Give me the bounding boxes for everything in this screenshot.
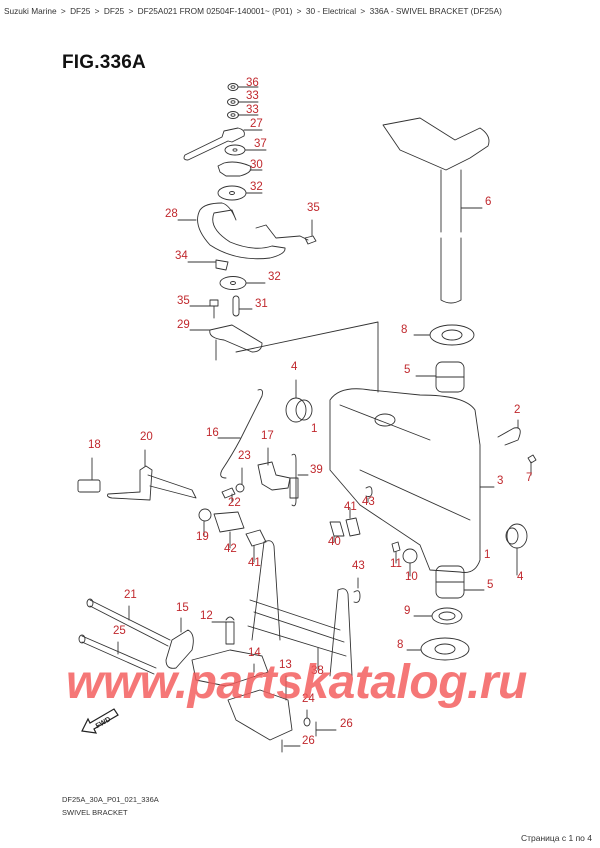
- part-callout[interactable]: 31: [255, 298, 268, 310]
- part-callout[interactable]: 28: [165, 208, 178, 220]
- figure-name: SWIVEL BRACKET: [62, 808, 128, 817]
- breadcrumb-item[interactable]: DF25: [103, 6, 125, 16]
- part-callout[interactable]: 15: [176, 602, 189, 614]
- part-callout[interactable]: 1: [311, 423, 318, 435]
- part-callout[interactable]: 34: [175, 250, 188, 262]
- part-callout[interactable]: 36: [246, 77, 259, 89]
- part-callout[interactable]: 5: [404, 364, 411, 376]
- part-callout[interactable]: 19: [196, 531, 209, 543]
- part-callout[interactable]: 27: [250, 118, 263, 130]
- breadcrumb-item[interactable]: Suzuki Marine: [4, 6, 57, 16]
- part-callout[interactable]: 17: [261, 430, 274, 442]
- breadcrumb-item[interactable]: DF25: [70, 6, 91, 16]
- figure-title: FIG.336A: [62, 52, 146, 73]
- part-callout[interactable]: 22: [228, 497, 241, 509]
- part-callout[interactable]: 29: [177, 319, 190, 331]
- breadcrumb-separator: >: [94, 6, 100, 16]
- breadcrumb-separator: >: [360, 6, 366, 16]
- breadcrumb-item-current: 336A - SWIVEL BRACKET (DF25A): [369, 6, 502, 16]
- part-callout[interactable]: 37: [254, 138, 267, 150]
- watermark: www.partskatalog.ru: [66, 656, 527, 709]
- page-indicator: Страница с 1 по 4: [520, 833, 592, 843]
- part-callout[interactable]: 16: [206, 427, 219, 439]
- part-callout[interactable]: 7: [526, 472, 533, 484]
- part-callout[interactable]: 8: [397, 639, 404, 651]
- part-callout[interactable]: 13: [279, 659, 292, 671]
- part-callout[interactable]: 4: [291, 361, 298, 373]
- part-callout[interactable]: 38: [311, 665, 324, 677]
- part-callout[interactable]: 43: [352, 560, 365, 572]
- part-callout[interactable]: 23: [238, 450, 251, 462]
- part-callout[interactable]: 33: [246, 104, 259, 116]
- part-callout[interactable]: 2: [514, 404, 521, 416]
- part-callout[interactable]: 10: [405, 571, 418, 583]
- part-callout[interactable]: 20: [140, 431, 153, 443]
- breadcrumb-separator: >: [60, 6, 66, 16]
- part-callout[interactable]: 24: [302, 693, 315, 705]
- breadcrumb-item[interactable]: 30 - Electrical: [305, 6, 357, 16]
- part-callout[interactable]: 32: [268, 271, 281, 283]
- part-callout[interactable]: 11: [390, 558, 402, 570]
- part-callout[interactable]: 18: [88, 439, 101, 451]
- part-callout[interactable]: 39: [310, 464, 323, 476]
- part-callout[interactable]: 8: [401, 324, 408, 336]
- part-callout[interactable]: 6: [485, 196, 492, 208]
- part-callout[interactable]: 41: [344, 501, 357, 513]
- part-callout[interactable]: 33: [246, 90, 259, 102]
- part-callout[interactable]: 32: [250, 181, 263, 193]
- part-callout[interactable]: 40: [328, 536, 341, 548]
- breadcrumb: Suzuki Marine > DF25 > DF25 > DF25A021 F…: [4, 6, 502, 16]
- breadcrumb-item[interactable]: DF25A021 FROM 02504F-140001~ (P01): [137, 6, 293, 16]
- part-callout[interactable]: 43: [362, 496, 375, 508]
- part-callout[interactable]: 21: [124, 589, 137, 601]
- nut-washer-stack: [227, 83, 259, 119]
- part-callout[interactable]: 35: [177, 295, 190, 307]
- part-callout[interactable]: 35: [307, 202, 320, 214]
- part-callout[interactable]: 26: [340, 718, 353, 730]
- part-callout[interactable]: 1: [484, 549, 491, 561]
- part-callout[interactable]: 5: [487, 579, 494, 591]
- part-callout[interactable]: 4: [517, 571, 524, 583]
- part-callout[interactable]: 42: [224, 543, 237, 555]
- figure-code: DF25A_30A_P01_021_336A: [62, 795, 159, 804]
- part-callout[interactable]: 12: [200, 610, 213, 622]
- part-callout[interactable]: 3: [497, 475, 504, 487]
- part-callout[interactable]: 14: [248, 647, 261, 659]
- breadcrumb-separator: >: [128, 6, 134, 16]
- part-callout[interactable]: 30: [250, 159, 263, 171]
- fwd-arrow-icon: FWD: [81, 708, 119, 734]
- part-callout[interactable]: 25: [113, 625, 126, 637]
- breadcrumb-separator: >: [296, 6, 302, 16]
- part-callout[interactable]: 9: [404, 605, 411, 617]
- part-callout[interactable]: 26: [302, 735, 315, 747]
- part-callout[interactable]: 41: [248, 557, 261, 569]
